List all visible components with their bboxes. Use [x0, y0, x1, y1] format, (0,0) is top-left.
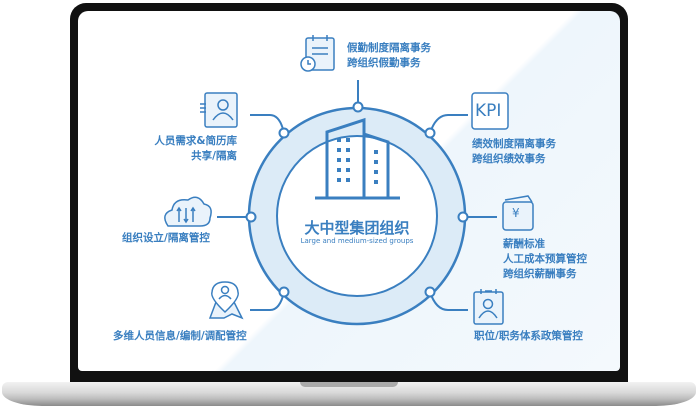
- node-org-label: 组织设立/隔离管控: [122, 231, 210, 246]
- node-salary-label: 薪酬标准人工成本预算管控跨组织薪酬事务: [503, 237, 587, 282]
- label-line: 共享/隔离: [191, 150, 237, 162]
- center-subtitle: Large and medium-sized groups: [300, 237, 414, 245]
- kpi-icon: [471, 92, 509, 130]
- label-line: 跨组织假勤事务: [347, 57, 421, 69]
- map-pin-person-icon: [208, 281, 244, 320]
- calendar-clock-icon: [300, 35, 335, 72]
- label-line: 职位/职务体系政策管控: [474, 330, 583, 342]
- label-line: 绩效制度隔离事务: [472, 138, 556, 150]
- label-line: 人员需求&简历库: [154, 135, 237, 147]
- node-recruit-label: 人员需求&简历库共享/隔离: [137, 134, 237, 164]
- inner-circle: [276, 135, 438, 297]
- node-kpi-label: 绩效制度隔离事务跨组织绩效事务: [472, 137, 556, 167]
- label-line: 薪酬标准: [503, 238, 545, 250]
- building-icon: [315, 117, 400, 200]
- center-title: 大中型集团组织: [304, 219, 410, 237]
- kpi-text: KPI: [475, 101, 502, 121]
- label-line: 跨组织绩效事务: [472, 153, 546, 165]
- label-line: 多维人员信息/编制/调配管控: [113, 330, 247, 342]
- label-line: 跨组织薪酬事务: [503, 268, 577, 280]
- node-position-label: 职位/职务体系政策管控: [474, 329, 583, 344]
- resume-icon: [200, 92, 238, 128]
- yen-text: ¥: [512, 206, 520, 220]
- cloud-icon: [164, 196, 212, 227]
- wallet-yen-icon: [502, 195, 534, 231]
- label-line: 人工成本预算管控: [503, 253, 587, 265]
- laptop-notch: [300, 382, 398, 387]
- badge-person-icon: [473, 289, 504, 325]
- label-line: 组织设立/隔离管控: [122, 232, 210, 244]
- node-personnel-label: 多维人员信息/编制/调配管控: [113, 329, 247, 344]
- ring-nodes: [245, 101, 469, 298]
- label-line: 假勤制度隔离事务: [347, 42, 431, 54]
- node-leave-label: 假勤制度隔离事务跨组织假勤事务: [347, 41, 431, 71]
